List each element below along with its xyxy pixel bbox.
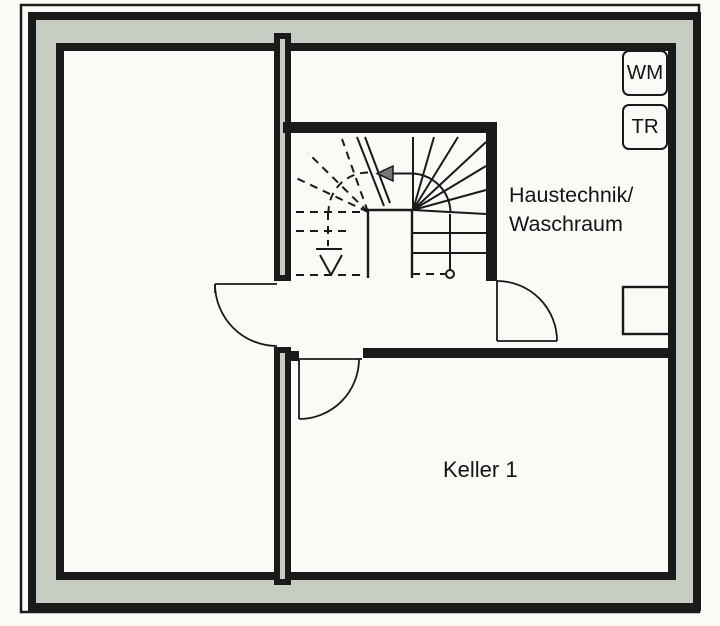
room-label-haustechnik: Haustechnik/ Waschraum [509,181,633,239]
stair-walk-line-dashed [316,171,369,276]
door-left [214,283,278,347]
room-label-keller1: Keller 1 [443,457,518,482]
exterior-wall [28,12,701,611]
interior-wall-lower [274,347,291,585]
stair-direction-arrow [375,164,394,183]
stair-top-wall [283,122,497,133]
room-label-haustechnik-line2: Waschraum [509,212,623,236]
staircase [295,136,487,279]
door-bottom-swing [298,358,360,420]
keller-partition-wall [363,348,676,358]
stair-string-line [364,136,391,204]
stair-right-wall [486,122,497,281]
door-right [496,280,558,342]
washing-machine-box: WM [622,50,668,96]
stair-string-line [356,136,385,207]
door-bottom [298,358,362,420]
door-left-swing [214,283,278,347]
stair-walk-line [375,164,455,279]
fixture-box [621,285,672,336]
interior-wall-upper [274,33,291,281]
door-jamb-cap [288,351,299,361]
room-label-haustechnik-line1: Haustechnik/ [509,183,634,207]
door-right-swing [496,280,558,342]
stair-newel [366,208,414,278]
dryer-box: TR [622,104,668,150]
page-frame [19,3,701,614]
stair-break-symbol [319,254,343,276]
